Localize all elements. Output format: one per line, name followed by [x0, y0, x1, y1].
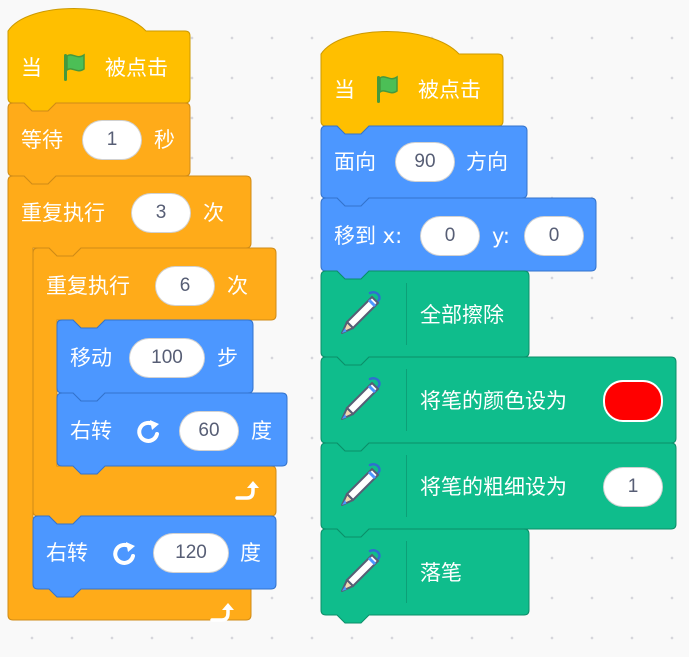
goto-y-input[interactable]: 0 — [524, 216, 584, 256]
move-label: 移动 — [70, 346, 112, 370]
pen-clear-label: 全部擦除 — [420, 303, 504, 327]
block-divider — [406, 283, 407, 345]
block-divider — [406, 455, 407, 517]
pen-set-color-label: 将笔的颜色设为 — [420, 389, 567, 413]
wait-seconds-input[interactable]: 1 — [82, 120, 142, 160]
point-direction-input[interactable]: 90 — [395, 142, 455, 182]
goto-x-label: 移到 x: — [334, 224, 403, 248]
turn-inner-unit-label: 度 — [251, 419, 272, 443]
pen-down-block[interactable] — [320, 528, 530, 624]
left-hat-when-label: 当 — [21, 56, 42, 80]
pen-icon — [334, 460, 386, 512]
repeat-outer-count-input[interactable]: 3 — [131, 193, 191, 233]
pen-size-input[interactable]: 1 — [603, 467, 663, 507]
turn-inner-label: 右转 — [70, 419, 112, 443]
pen-icon — [334, 288, 386, 340]
wait-label: 等待 — [21, 128, 63, 152]
green-flag-icon — [58, 51, 90, 83]
goto-y-label: y: — [492, 224, 510, 248]
turn-outer-label: 右转 — [46, 541, 88, 565]
loop-arrow-icon — [233, 479, 259, 503]
move-steps-input[interactable]: 100 — [129, 338, 205, 378]
pen-icon — [334, 546, 386, 598]
repeat-inner-count-input[interactable]: 6 — [155, 266, 215, 306]
repeat-inner-unit-label: 次 — [227, 274, 248, 298]
block-divider — [406, 369, 407, 431]
pen-icon — [334, 374, 386, 426]
move-unit-label: 步 — [217, 346, 238, 370]
left-hat-clicked-label: 被点击 — [105, 56, 168, 80]
repeat-outer-label: 重复执行 — [21, 201, 105, 225]
right-hat-when-label: 当 — [334, 78, 355, 102]
pen-set-size-label: 将笔的粗细设为 — [420, 475, 567, 499]
turn-outer-unit-label: 度 — [240, 541, 261, 565]
loop-arrow-icon — [208, 601, 234, 625]
pen-down-label: 落笔 — [420, 561, 462, 585]
point-unit-label: 方向 — [466, 150, 508, 174]
repeat-inner-label: 重复执行 — [46, 274, 130, 298]
turn-inner-degrees-input[interactable]: 60 — [179, 411, 239, 451]
rotate-right-icon — [135, 417, 163, 445]
rotate-right-icon — [111, 539, 139, 567]
turn-outer-degrees-input[interactable]: 120 — [153, 533, 229, 573]
goto-x-input[interactable]: 0 — [420, 216, 480, 256]
green-flag-icon — [371, 73, 403, 105]
wait-unit-label: 秒 — [154, 128, 175, 152]
point-label: 面向 — [334, 150, 376, 174]
pen-color-swatch[interactable] — [603, 380, 663, 422]
repeat-outer-unit-label: 次 — [203, 201, 224, 225]
right-hat-clicked-label: 被点击 — [418, 78, 481, 102]
block-divider — [406, 541, 407, 603]
